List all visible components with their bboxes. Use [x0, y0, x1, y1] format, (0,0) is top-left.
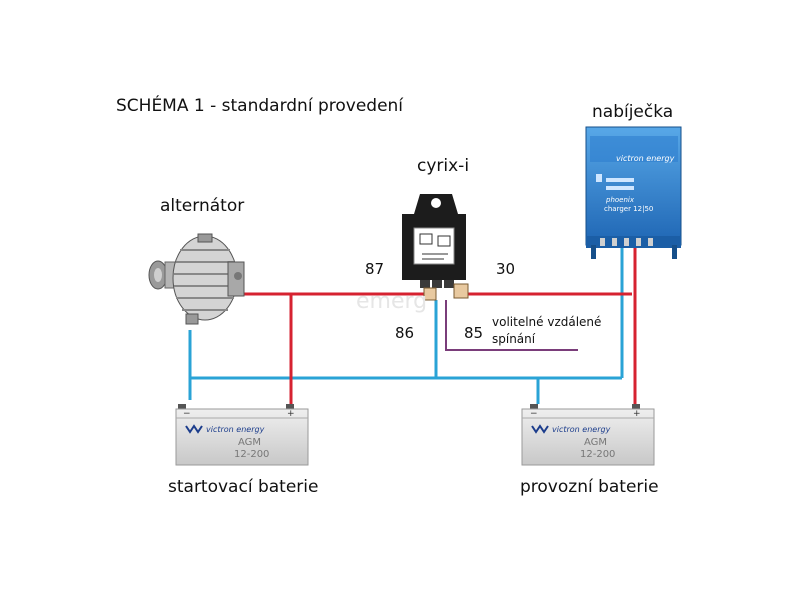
charger-model-2: charger 12|50: [604, 205, 653, 213]
charger-label: nabíječka: [592, 102, 674, 122]
remote-switch-label-line2: spínání: [492, 332, 536, 346]
alternator-label: alternátor: [160, 196, 245, 216]
start-battery-label: startovací baterie: [168, 477, 319, 497]
battery-model-service-1: AGM: [584, 437, 607, 448]
relay-label: cyrix-i: [417, 156, 470, 176]
pin-86-label: 86: [395, 324, 415, 342]
battery-minus-service: −: [530, 409, 538, 419]
battery-model-start-1: AGM: [238, 437, 261, 448]
positive-wires: [240, 248, 637, 404]
remote-switch-label-line1: volitelné vzdálené: [492, 315, 602, 329]
charger-brand: victron energy: [616, 154, 675, 163]
battery-plus-start: +: [287, 409, 295, 419]
battery-model-start-2: 12-200: [234, 449, 269, 460]
service-battery-label: provozní baterie: [520, 477, 659, 497]
pin-85-label: 85: [464, 324, 484, 342]
pin-87-label: 87: [365, 260, 385, 278]
battery-model-service-2: 12-200: [580, 449, 615, 460]
battery-minus-start: −: [183, 409, 191, 419]
battery-brand-start: victron energy: [206, 425, 265, 434]
page-title: SCHÉMA 1 - standardní provedení: [116, 96, 404, 116]
battery-icon: [521, 404, 655, 466]
relay-icon: [402, 194, 469, 301]
signal-wire-remote: [445, 300, 578, 351]
alternator-icon: [148, 233, 245, 325]
battery-plus-service: +: [633, 409, 641, 419]
negative-wires: [188, 248, 624, 404]
pin-30-label: 30: [496, 260, 516, 278]
battery-brand-service: victron energy: [552, 425, 611, 434]
watermark: emerg: [356, 289, 427, 314]
battery-icon: [175, 404, 309, 466]
charger-icon: [585, 126, 682, 259]
charger-model-1: phoenix: [605, 196, 635, 204]
